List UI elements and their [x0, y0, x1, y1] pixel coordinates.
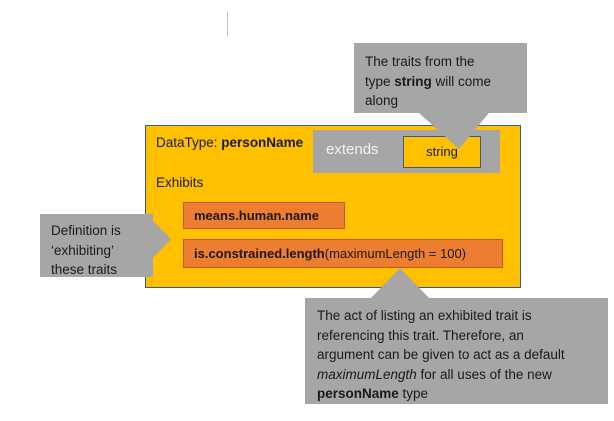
callout-bottom-line5-post: type — [398, 386, 429, 401]
callout-bottom-line4-post: for all uses of the new — [416, 366, 552, 382]
callout-bottom-line3: argument can be given to act as a defaul… — [317, 347, 565, 362]
trait-name: means.human.name — [194, 208, 319, 223]
callout-top-line3: along — [365, 93, 399, 108]
extends-block: extends string — [313, 130, 500, 173]
base-type-label: string — [426, 144, 458, 159]
callout-top-line2-bold: string — [394, 73, 432, 89]
callout-left-line3: these traits — [51, 262, 118, 277]
callout-left-line2: ‘exhibiting’ — [51, 242, 115, 258]
base-type-box[interactable]: string — [403, 136, 481, 168]
callout-top-line2-post: will come — [431, 73, 492, 89]
datatype-title-prefix: DataType: — [156, 135, 222, 150]
trait-args: (maximumLength = 100) — [324, 246, 467, 261]
callout-bottom-line1: The act of listing an exhibited trait is — [317, 308, 532, 323]
datatype-title: DataType: personName — [156, 135, 303, 150]
datatype-panel: DataType: personName Exhibits extends st… — [145, 125, 521, 288]
callout-extends-text: The traits from the type string will com… — [354, 43, 527, 111]
callout-extends-note: The traits from the type string will com… — [354, 43, 527, 113]
callout-definition-note: Definition is ‘exhibiting’ these traits — [40, 214, 153, 277]
callout-bottom-line4-italic: maximumLength — [317, 366, 417, 382]
trait-chip-means-human-name[interactable]: means.human.name — [183, 202, 345, 229]
callout-definition-text: Definition is ‘exhibiting’ these traits — [40, 214, 153, 280]
callout-bottom-line5-bold: personName — [317, 386, 399, 401]
callout-top-line1: The traits from the — [365, 54, 475, 69]
trait-chip-is-constrained-length[interactable]: is.constrained.length (maximumLength = 1… — [183, 239, 503, 268]
callout-argument-note: The act of listing an exhibited trait is… — [305, 298, 608, 404]
trait-name: is.constrained.length — [194, 246, 325, 261]
callout-bottom-line2: referencing this trait. Therefore, an — [317, 327, 524, 343]
datatype-title-name: personName — [221, 135, 304, 150]
callout-top-line2-pre: type — [365, 73, 395, 89]
extends-keyword: extends — [326, 141, 379, 158]
callout-argument-text: The act of listing an exhibited trait is… — [305, 298, 608, 404]
exhibits-label: Exhibits — [156, 175, 204, 190]
stray-vertical-rule — [227, 12, 228, 36]
callout-left-line1: Definition is — [51, 223, 121, 238]
